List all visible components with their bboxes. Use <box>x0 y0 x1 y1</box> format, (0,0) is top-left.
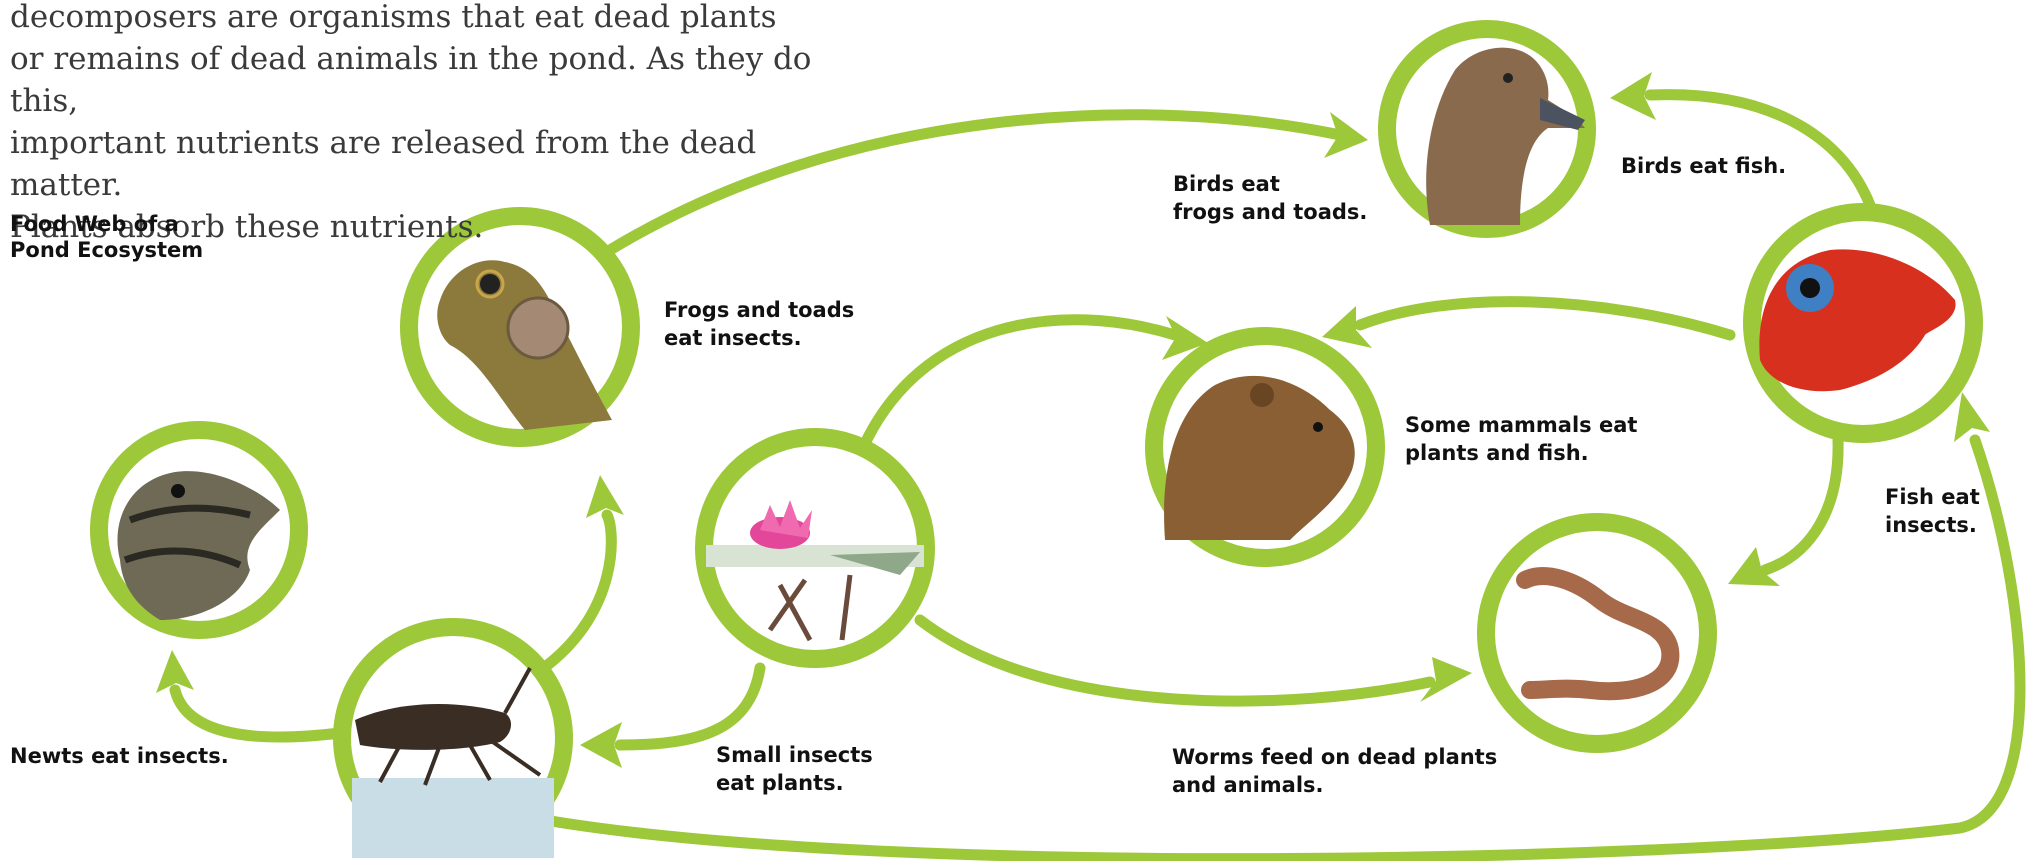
bird-node <box>1387 29 1587 229</box>
arrow-head-insect-to-fish <box>1954 392 1990 442</box>
label-small-insects-eat-plants: Small insects eat plants. <box>716 741 873 797</box>
label-worms-feed: Worms feed on dead plants and animals. <box>1172 743 1497 799</box>
arrow-insect-to-frog <box>545 515 611 667</box>
fish-node <box>1752 212 1974 434</box>
label-birds-eat-fish: Birds eat fish. <box>1621 152 1786 180</box>
arrow-fish-to-mammal <box>1360 302 1730 335</box>
mammal-node <box>1154 336 1376 558</box>
arrow-fish-to-worm <box>1765 440 1838 570</box>
diagram-title: Food Web of a Pond Ecosystem <box>10 211 203 263</box>
label-birds-eat-frogs: Birds eat frogs and toads. <box>1173 170 1367 226</box>
intro-line: important nutrients are released from th… <box>10 122 860 206</box>
label-mammals-eat: Some mammals eat plants and fish. <box>1405 411 1637 467</box>
title-line: Pond Ecosystem <box>10 237 203 263</box>
label-frogs-eat-insects: Frogs and toads eat insects. <box>664 296 854 352</box>
arrow-fish-to-bird <box>1650 95 1870 205</box>
label-fish-eat-insects: Fish eat insects. <box>1885 483 1980 539</box>
intro-line: or remains of dead animals in the pond. … <box>10 38 860 122</box>
arrow-plant-to-mammal <box>862 320 1175 450</box>
worm-node <box>1486 522 1708 744</box>
insect-node <box>342 627 564 858</box>
plant-node <box>704 437 926 659</box>
label-newts-eat-insects: Newts eat insects. <box>10 742 229 770</box>
arrow-insect-to-newt <box>175 690 340 737</box>
intro-line: decomposers are organisms that eat dead … <box>10 0 860 38</box>
arrow-plant-to-insect <box>620 668 760 745</box>
newt-node <box>99 430 299 630</box>
frog-node <box>409 216 631 438</box>
arrow-plant-to-worm <box>920 620 1430 701</box>
title-line: Food Web of a <box>10 211 203 237</box>
